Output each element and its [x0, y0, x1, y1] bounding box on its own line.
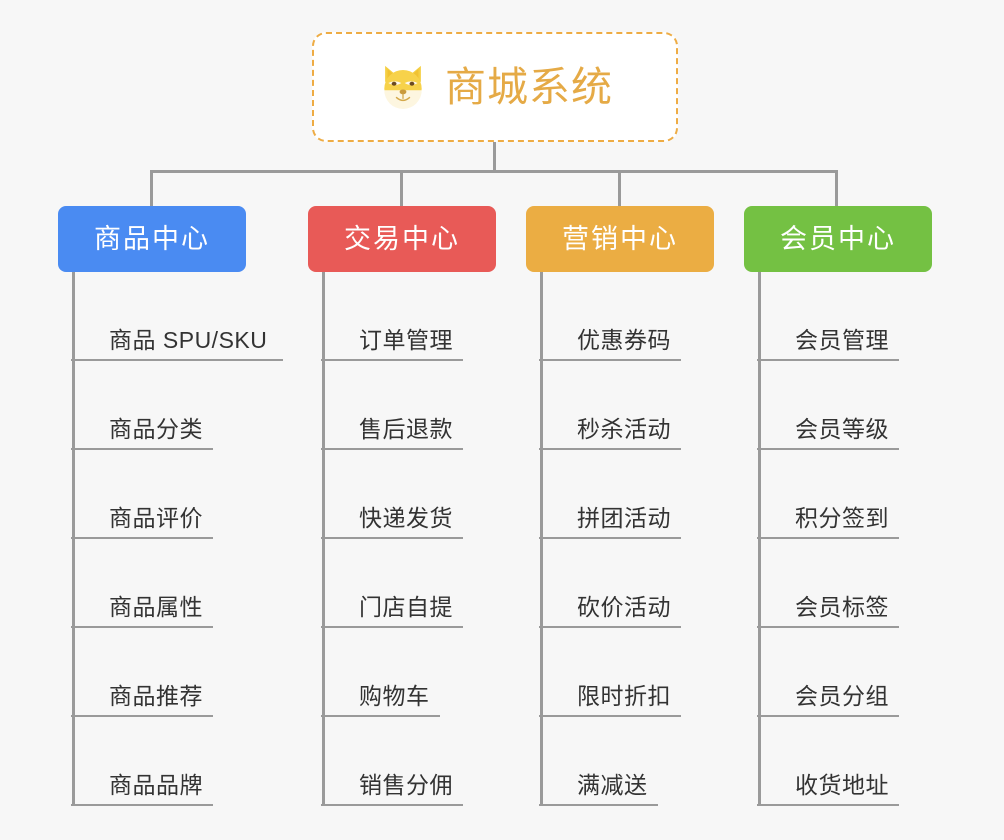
list-item[interactable]: 会员等级	[757, 361, 932, 451]
list-item[interactable]: 优惠券码	[539, 272, 714, 362]
list-item-label: 会员分组	[795, 682, 889, 709]
list-item-label: 购物车	[359, 682, 430, 709]
list-item-label: 会员等级	[795, 415, 889, 442]
branch-header-product[interactable]: 商品中心	[58, 206, 246, 272]
list-item[interactable]: 拼团活动	[539, 450, 714, 540]
branch-header-member[interactable]: 会员中心	[744, 206, 932, 272]
branch-column-member: 会员中心 会员管理 会员等级 积分签到 会员标签 会员分组 收货地址	[744, 206, 932, 807]
branch-header-marketing[interactable]: 营销中心	[526, 206, 714, 272]
list-item[interactable]: 订单管理	[321, 272, 496, 362]
branch-label: 交易中心	[344, 223, 460, 254]
list-item[interactable]: 售后退款	[321, 361, 496, 451]
list-item-label: 会员标签	[795, 593, 889, 620]
list-item-label: 商品属性	[109, 593, 203, 620]
list-item[interactable]: 会员分组	[757, 628, 932, 718]
connector-drop-branch-1	[150, 170, 153, 206]
list-item[interactable]: 商品品牌	[71, 717, 246, 807]
list-item-label: 收货地址	[795, 771, 889, 798]
list-item-label: 商品 SPU/SKU	[109, 326, 268, 353]
list-item[interactable]: 商品推荐	[71, 628, 246, 718]
branch-items-member: 会员管理 会员等级 积分签到 会员标签 会员分组 收货地址	[757, 272, 932, 807]
branch-label: 会员中心	[780, 223, 896, 254]
list-item[interactable]: 秒杀活动	[539, 361, 714, 451]
list-item[interactable]: 收货地址	[757, 717, 932, 807]
list-item-label: 会员管理	[795, 326, 889, 353]
branch-column-trade: 交易中心 订单管理 售后退款 快递发货 门店自提 购物车 销售分佣	[308, 206, 496, 807]
branch-column-product: 商品中心 商品 SPU/SKU 商品分类 商品评价 商品属性 商品推荐 商品品牌	[58, 206, 284, 807]
branch-items-trade: 订单管理 售后退款 快递发货 门店自提 购物车 销售分佣	[321, 272, 496, 807]
list-item-label: 售后退款	[359, 415, 453, 442]
list-item-label: 满减送	[577, 771, 648, 798]
branch-header-trade[interactable]: 交易中心	[308, 206, 496, 272]
list-item-label: 订单管理	[359, 326, 453, 353]
list-item[interactable]: 快递发货	[321, 450, 496, 540]
list-item-label: 商品推荐	[109, 682, 203, 709]
list-item[interactable]: 会员标签	[757, 539, 932, 629]
list-item[interactable]: 限时折扣	[539, 628, 714, 718]
list-item-label: 商品分类	[109, 415, 203, 442]
list-item-label: 快递发货	[359, 504, 453, 531]
list-item[interactable]: 商品属性	[71, 539, 246, 629]
list-item[interactable]: 商品 SPU/SKU	[70, 272, 284, 362]
connector-horizontal-bus	[150, 170, 838, 173]
connector-drop-branch-3	[618, 170, 621, 206]
branch-column-marketing: 营销中心 优惠券码 秒杀活动 拼团活动 砍价活动 限时折扣 满减送	[526, 206, 714, 807]
list-item-label: 商品评价	[109, 504, 203, 531]
list-item[interactable]: 门店自提	[321, 539, 496, 629]
branch-label: 营销中心	[562, 223, 678, 254]
list-item[interactable]: 商品分类	[71, 361, 246, 451]
list-item[interactable]: 销售分佣	[321, 717, 496, 807]
connector-drop-branch-4	[835, 170, 838, 206]
root-title: 商城系统	[445, 63, 613, 110]
list-item-label: 砍价活动	[577, 593, 671, 620]
list-item-label: 限时折扣	[577, 682, 671, 709]
branch-items-product: 商品 SPU/SKU 商品分类 商品评价 商品属性 商品推荐 商品品牌	[70, 272, 284, 807]
list-item-label: 优惠券码	[577, 326, 671, 353]
list-item[interactable]: 满减送	[539, 717, 714, 807]
connector-drop-branch-2	[400, 170, 403, 206]
list-item-label: 积分签到	[795, 504, 889, 531]
branch-label: 商品中心	[94, 223, 210, 254]
list-item[interactable]: 积分签到	[757, 450, 932, 540]
list-item[interactable]: 会员管理	[757, 272, 932, 362]
root-node[interactable]: 商城系统	[312, 32, 678, 142]
branch-items-marketing: 优惠券码 秒杀活动 拼团活动 砍价活动 限时折扣 满减送	[539, 272, 714, 807]
list-item-label: 拼团活动	[577, 504, 671, 531]
list-item[interactable]: 商品评价	[71, 450, 246, 540]
list-item-label: 销售分佣	[359, 771, 453, 798]
list-item[interactable]: 购物车	[321, 628, 496, 718]
list-item[interactable]: 砍价活动	[539, 539, 714, 629]
list-item-label: 门店自提	[359, 593, 453, 620]
list-item-label: 商品品牌	[109, 771, 203, 798]
shiba-dog-face-icon	[384, 65, 422, 109]
list-item-label: 秒杀活动	[577, 415, 671, 442]
connector-root-drop	[493, 142, 496, 172]
